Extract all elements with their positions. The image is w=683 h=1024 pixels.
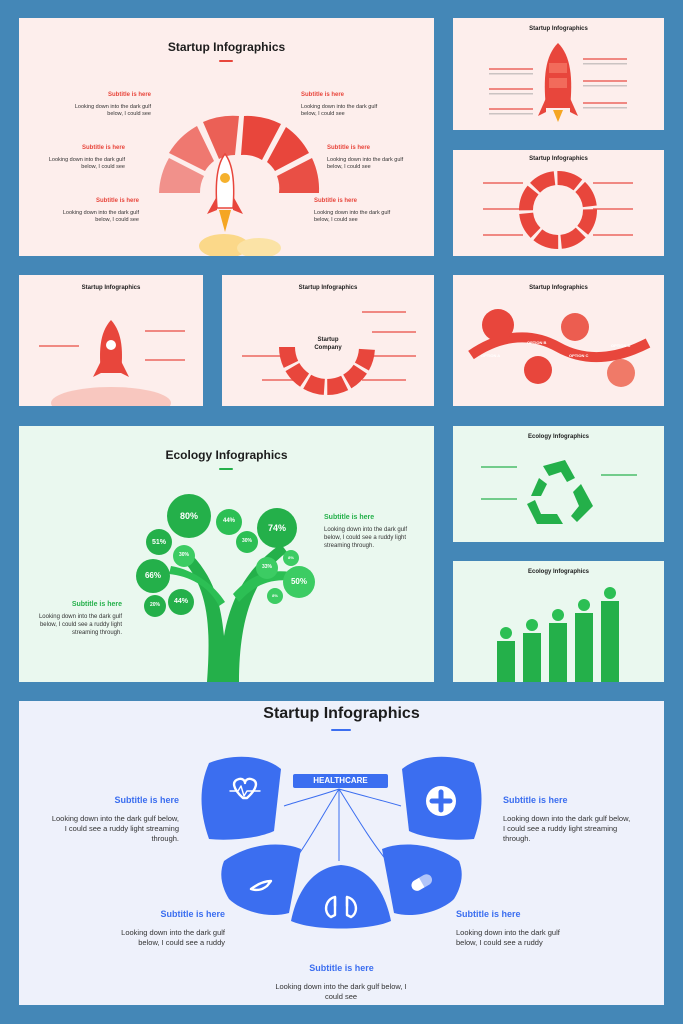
slide-title: Startup Infographics	[81, 285, 141, 291]
bubble-label-44b: 44%	[173, 598, 188, 605]
bubble-label-44a: 44%	[222, 518, 235, 524]
slide-title: Ecology Infographics	[527, 569, 589, 575]
recycle-graphic	[481, 460, 637, 524]
subtitle-left-1: Subtitle is here	[107, 92, 151, 98]
text-left-1: Looking down into the dark gulf below, I…	[74, 104, 151, 118]
slide-title: Ecology Infographics	[165, 448, 288, 462]
subtitle-left-bottom: Subtitle is here	[160, 909, 225, 919]
option-c-label: OPTION C	[569, 353, 589, 358]
slide-title: Ecology Infographics	[527, 434, 589, 440]
slide-title: Startup Infographics	[529, 26, 588, 32]
subtitle-left-top: Subtitle is here	[114, 795, 179, 805]
slide-healthcare[interactable]: Startup Infographics	[19, 701, 664, 1005]
text-left-3: Looking down into the dark gulf below, I…	[62, 210, 139, 224]
center-label: Startup Company	[314, 337, 342, 351]
title-underline	[219, 468, 233, 470]
subtitle-left-2: Subtitle is here	[81, 145, 125, 151]
text-center: Looking down into the dark gulf below, I…	[275, 982, 407, 1001]
bubble-label-8a: 8%	[288, 555, 294, 560]
healthcare-fan-graphic	[201, 756, 482, 929]
slide-title: Startup Infographics	[298, 285, 358, 291]
subtitle-center: Subtitle is here	[309, 963, 374, 973]
text-right-3: Looking down into the dark gulf below, I…	[314, 210, 391, 224]
text-left-top: Looking down into the dark gulf below, I…	[51, 814, 179, 843]
slide-title: Startup Infographics	[529, 156, 588, 162]
text-right-2: Looking down into the dark gulf below, I…	[327, 157, 404, 171]
subtitle-right: Subtitle is here	[324, 514, 375, 521]
text-left: Looking down into the dark gulf below, I…	[38, 614, 122, 636]
text-right-1: Looking down into the dark gulf below, I…	[301, 104, 378, 118]
rocket-column-graphic	[489, 43, 627, 122]
bubble-label-50: 50%	[290, 577, 307, 586]
title-underline	[331, 729, 351, 731]
bubble-label-74: 74%	[267, 523, 286, 533]
slide-startup-company[interactable]: Startup Infographics Startup Company	[222, 275, 434, 406]
healthcare-badge-label: HEALTHCARE	[313, 776, 368, 785]
slide-title: Startup Infographics	[529, 285, 588, 291]
healthcare-badge	[293, 774, 388, 788]
slide-startup-options[interactable]: Startup Infographics OPTION A OPTION B O…	[453, 275, 664, 406]
bubble-label-30b: 30%	[241, 538, 252, 544]
subtitle-right-2: Subtitle is here	[327, 145, 371, 151]
slide-title: Startup Infographics	[263, 705, 420, 722]
slide-ecology-bars[interactable]: Ecology Infographics	[453, 561, 664, 682]
subtitle-right-1: Subtitle is here	[301, 92, 345, 98]
slide-ecology-recycle[interactable]: Ecology Infographics	[453, 426, 664, 542]
option-b-label: OPTION B	[527, 340, 547, 345]
text-right-top: Looking down into the dark gulf below, I…	[503, 814, 631, 843]
bubble-label-8b: 8%	[272, 593, 278, 598]
small-rocket-graphic	[39, 320, 185, 406]
subtitle-right-bottom: Subtitle is here	[456, 909, 521, 919]
text-right: Looking down into the dark gulf below, I…	[324, 527, 408, 549]
bars-graphic	[497, 587, 619, 682]
slide-title: Startup Infographics	[167, 40, 286, 54]
title-underline	[219, 60, 233, 62]
tree-graphic	[136, 494, 315, 682]
subtitle-right-3: Subtitle is here	[314, 198, 358, 204]
options-wave-graphic	[468, 309, 651, 387]
subtitle-left-3: Subtitle is here	[95, 198, 139, 204]
text-left-2: Looking down into the dark gulf below, I…	[48, 157, 125, 171]
slide-ecology-tree[interactable]: Ecology Infographics 80% 44% 74% 51% 30%…	[19, 426, 434, 682]
slide-startup-rocket-arc[interactable]: Startup Infographics Subtitle is here Lo…	[19, 18, 434, 256]
bubble-label-20: 20%	[149, 602, 160, 608]
half-ring-graphic	[242, 311, 416, 395]
bubble-label-51: 51%	[151, 539, 166, 546]
bubble-label-66: 66%	[144, 571, 161, 580]
bubble-label-30a: 30%	[178, 552, 189, 558]
text-right-bottom: Looking down into the dark gulf below, I…	[456, 928, 560, 947]
slide-startup-small-rocket[interactable]: Startup Infographics	[19, 275, 203, 406]
bubble-label-80: 80%	[179, 511, 198, 521]
ring-graphic	[483, 171, 633, 249]
slide-startup-rocket-column[interactable]: Startup Infographics	[453, 18, 664, 130]
rocket-arc-graphic	[159, 115, 320, 256]
option-a-label: OPTION A	[481, 353, 501, 358]
option-d-label: OPTION D	[611, 343, 631, 348]
subtitle-right-top: Subtitle is here	[503, 795, 568, 805]
subtitle-left: Subtitle is here	[71, 601, 122, 608]
slide-startup-ring[interactable]: Startup Infographics	[453, 150, 664, 256]
bubble-label-33: 33%	[261, 564, 272, 570]
text-left-bottom: Looking down into the dark gulf below, I…	[121, 928, 225, 947]
